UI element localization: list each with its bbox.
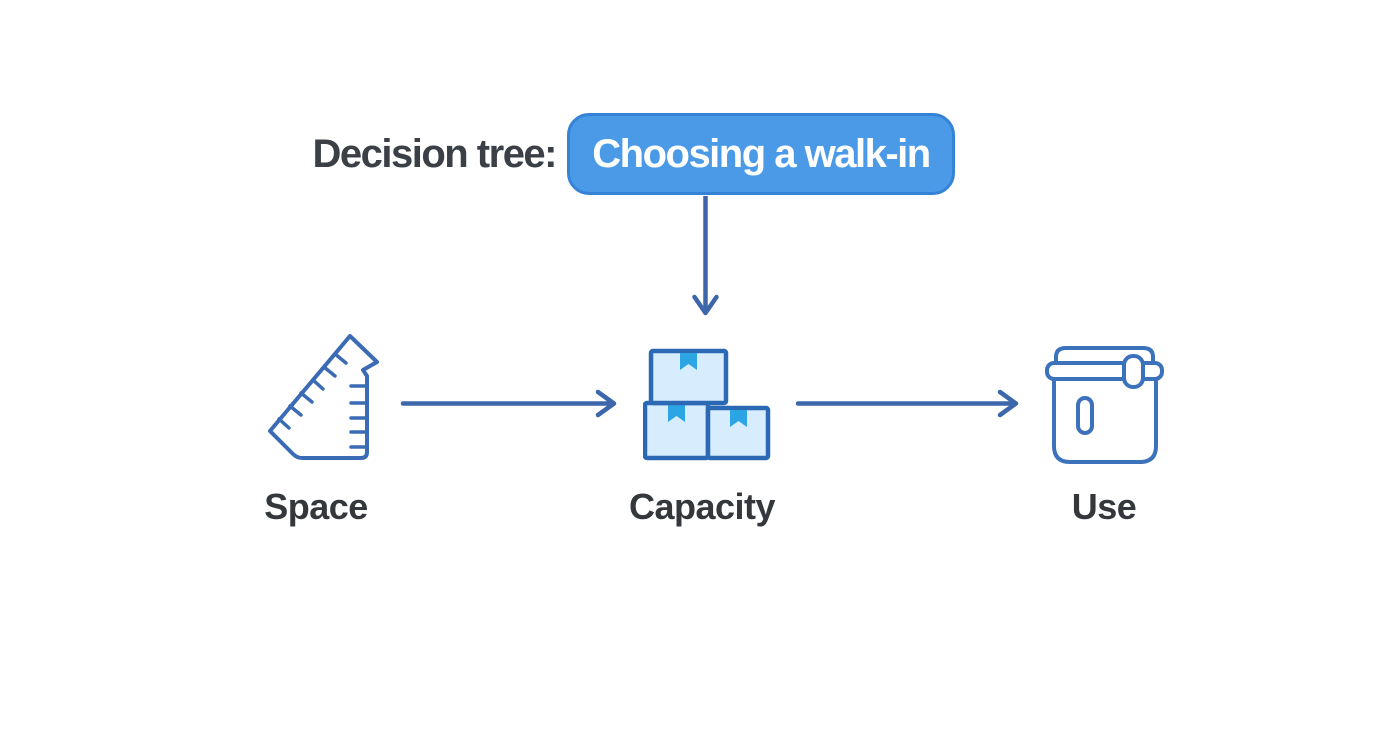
root-node-badge: Choosing a walk-in: [567, 113, 955, 195]
node-label-use: Use: [1071, 486, 1137, 527]
arrow-right-icon: [796, 389, 1019, 418]
node-label-space: Space: [264, 486, 368, 527]
arrow-down-icon: [692, 196, 719, 316]
ruler-icon: [268, 334, 379, 460]
arrow-right-icon: [400, 389, 617, 418]
node-label-capacity: Capacity: [628, 486, 776, 527]
cooler-icon: [1045, 346, 1164, 464]
diagram-title: Decision tree:: [312, 132, 557, 176]
root-node-label: Choosing a walk-in: [592, 131, 931, 176]
stacked-boxes-icon: [643, 348, 771, 461]
